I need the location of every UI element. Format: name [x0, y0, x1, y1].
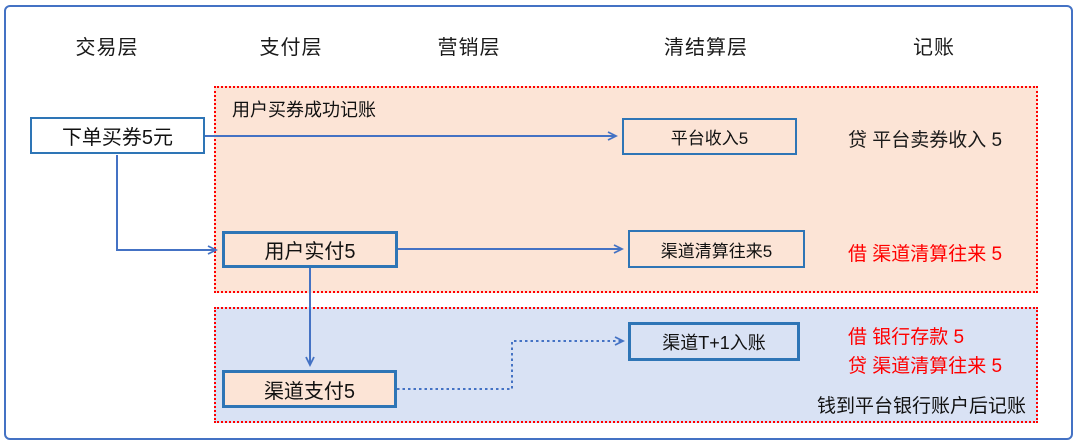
panel-settlement-label: 钱到平台银行账户后记账 [816, 396, 1026, 417]
entry-credit-platform-income: 贷 平台卖券收入 5 [848, 130, 1003, 151]
panel-settlement-booking: 钱到平台银行账户后记账 [214, 307, 1038, 423]
column-header-booking: 记账 [913, 37, 955, 59]
column-header-clearing: 清结算层 [664, 37, 748, 59]
node-channel-t1: 渠道T+1入账 [628, 322, 800, 361]
node-user-paid: 用户实付5 [222, 231, 398, 268]
panel-purchase-label: 用户买券成功记账 [232, 100, 376, 120]
entry-debit-bank-deposit: 借 银行存款 5 [848, 327, 965, 348]
outer-frame [4, 5, 1073, 440]
column-header-transaction: 交易层 [75, 37, 139, 59]
node-order: 下单买券5元 [30, 117, 205, 154]
entry-credit-channel-clearing: 贷 渠道清算往来 5 [848, 356, 1003, 377]
node-channel-clearing: 渠道清算往来5 [628, 230, 805, 268]
entry-debit-channel-clearing: 借 渠道清算往来 5 [848, 244, 1003, 265]
node-channel-pay: 渠道支付5 [222, 370, 397, 408]
column-header-payment: 支付层 [259, 37, 323, 59]
node-platform-income: 平台收入5 [622, 118, 797, 155]
column-header-marketing: 营销层 [437, 37, 501, 59]
